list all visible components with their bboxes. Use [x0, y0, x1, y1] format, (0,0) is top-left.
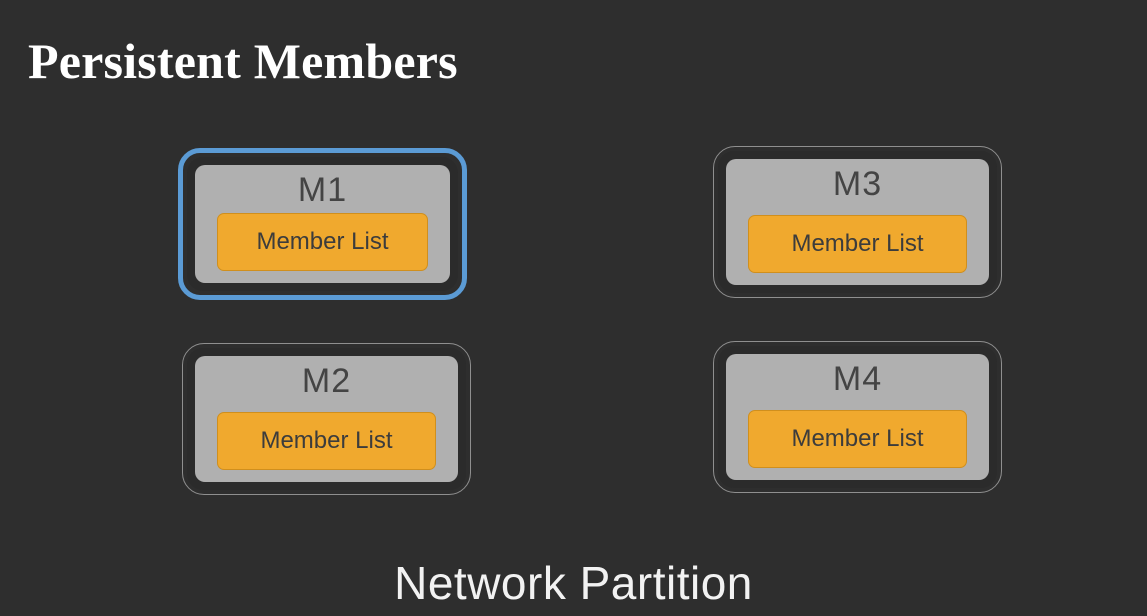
node-m4-member-list-label: Member List: [791, 425, 924, 452]
node-m2-member-list-label: Member List: [260, 427, 393, 454]
node-m1[interactable]: M1 Member List: [178, 148, 467, 300]
node-m2[interactable]: M2 Member List: [182, 343, 471, 495]
node-m4-frame: M4 Member List: [718, 346, 997, 488]
node-m1-card: M1 Member List: [195, 165, 450, 283]
node-m4-card: M4 Member List: [726, 354, 989, 480]
node-m1-member-list[interactable]: Member List: [217, 213, 428, 271]
node-m4[interactable]: M4 Member List: [713, 341, 1002, 493]
node-m2-frame: M2 Member List: [187, 348, 466, 490]
node-m3-label: M3: [832, 165, 883, 203]
node-m2-label: M2: [301, 362, 352, 400]
node-m2-card: M2 Member List: [195, 356, 458, 482]
node-m3-member-list[interactable]: Member List: [748, 215, 967, 273]
node-m3[interactable]: M3 Member List: [713, 146, 1002, 298]
node-m1-member-list-label: Member List: [256, 228, 389, 255]
node-m3-member-list-label: Member List: [791, 230, 924, 257]
node-m4-label: M4: [832, 360, 883, 398]
node-m3-frame: M3 Member List: [718, 151, 997, 293]
node-m4-member-list[interactable]: Member List: [748, 410, 967, 468]
node-m3-card: M3 Member List: [726, 159, 989, 285]
node-m2-member-list[interactable]: Member List: [217, 412, 436, 470]
node-m1-label: M1: [297, 171, 348, 209]
page-title: Persistent Members: [28, 33, 458, 89]
node-m1-frame: M1 Member List: [187, 157, 458, 291]
footer-caption: Network Partition: [394, 557, 753, 609]
